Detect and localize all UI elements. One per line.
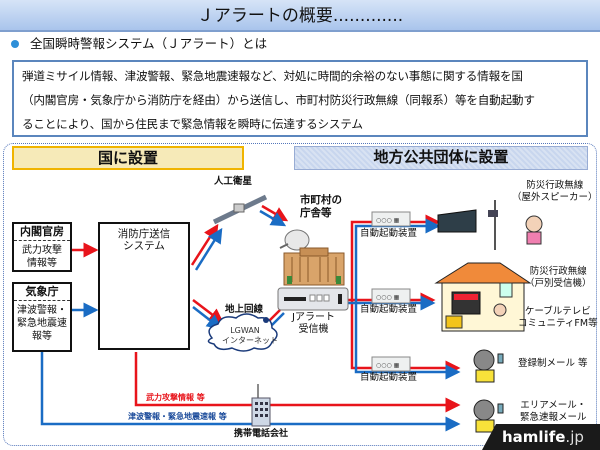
bullet-icon xyxy=(11,40,19,48)
output-line: 防災行政無線 xyxy=(529,266,587,277)
satellite-label: 人工衛星 xyxy=(214,176,253,187)
arrow-fdma-to-satellite-red xyxy=(190,223,219,266)
house-icon xyxy=(434,262,532,332)
output-registered-mail: 登録制メール 等 xyxy=(518,358,588,370)
municipal-label: 市町村の 庁舎等 xyxy=(300,194,342,220)
page-title: Ｊアラートの概要............. xyxy=(0,0,600,32)
fdma-label: 消防庁送信 xyxy=(117,228,171,240)
auto-device-label-1: 自動起動装置 xyxy=(360,228,418,239)
svg-text:○○○ ▦: ○○○ ▦ xyxy=(376,217,400,224)
source-jma: 気象庁 津波警報・緊急地震速報等 xyxy=(12,282,72,352)
fdma-label: システム xyxy=(123,240,165,252)
description-line: ることにより、国から住民まで緊急情報を瞬時に伝達するシステム xyxy=(22,117,363,131)
source-head: 内閣官房 xyxy=(14,224,70,241)
source-line: 報等 xyxy=(32,331,52,342)
lgwan-label-line: インターネット xyxy=(222,336,278,345)
satellite-dish-icon xyxy=(279,229,310,251)
municipal-label-line: 庁舎等 xyxy=(300,207,332,219)
arrow-lgwan-receiver-blue xyxy=(271,312,285,326)
output-area-mail: エリアメール・ 緊急速報メール xyxy=(520,400,587,424)
attack-info-label: 武力攻撃情報 等 xyxy=(146,393,205,402)
source-line: 武力攻撃 xyxy=(22,245,62,256)
diagram-frame xyxy=(3,143,597,446)
watermark-tld: .jp xyxy=(565,428,584,446)
municipal-building-icon xyxy=(283,247,345,286)
lgwan-label-line: LGWAN xyxy=(230,326,260,335)
output-line: エリアメール・ xyxy=(520,400,587,411)
hamlife-watermark: hamlife.jp xyxy=(482,424,600,450)
source-cabinet-secretariat: 内閣官房 武力攻撃情報等 xyxy=(12,222,72,272)
person-phone-icon-1 xyxy=(473,349,504,383)
output-line: （戸別受信機） xyxy=(525,278,592,289)
arrow-satellite-to-dish-blue xyxy=(259,209,287,227)
fdma-system-box: 消防庁送信 システム xyxy=(98,222,190,350)
output-line: 防災行政無線 xyxy=(526,180,584,191)
output-cable-tv: ケーブルテレビ コミュニティFM等 xyxy=(518,306,598,330)
line-attack-info xyxy=(134,352,461,413)
mobile-carrier-building-icon xyxy=(251,384,271,427)
receiver-label: Jアラート 受信機 xyxy=(292,312,335,336)
auto-device-label-2: 自動起動装置 xyxy=(360,304,418,315)
person-phone-icon-2 xyxy=(473,399,504,433)
output-outdoor-speaker: 防災行政無線 （屋外スピーカー） xyxy=(512,180,598,204)
arrow-fdma-to-satellite-blue xyxy=(194,227,223,271)
output-line: 緊急速報メール xyxy=(520,412,587,423)
outdoor-speaker-icon xyxy=(488,200,543,250)
line-tsunami-info xyxy=(40,352,461,432)
auto-device-icon-1: ○○○ ▦ xyxy=(371,211,411,227)
mobile-carrier-label: 携帯電話会社 xyxy=(234,429,289,439)
source-head: 気象庁 xyxy=(14,284,70,301)
radio-console-icon xyxy=(437,209,477,233)
description-box: 弾道ミサイル情報、津波警報、緊急地震速報など、対処に時間的余裕のない事態に関する… xyxy=(12,60,588,137)
subtitle: 全国瞬時警報システム（Ｊアラート）とは xyxy=(30,36,268,51)
jalert-receiver-icon xyxy=(277,287,349,311)
source-line: 情報等 xyxy=(27,258,57,269)
output-line: ケーブルテレビ xyxy=(524,306,591,317)
auto-device-label-3: 自動起動装置 xyxy=(360,372,418,383)
svg-text:○○○ ▦: ○○○ ▦ xyxy=(376,294,400,301)
svg-text:○○○ ▦: ○○○ ▦ xyxy=(376,362,400,369)
source-line: 緊急地震速 xyxy=(17,318,67,329)
satellite-icon xyxy=(212,194,268,225)
section-local-header: 地方公共団体に設置 xyxy=(294,146,588,170)
receiver-label-line: 受信機 xyxy=(298,324,329,335)
description-line: 弾道ミサイル情報、津波警報、緊急地震速報など、対処に時間的余裕のない事態に関する… xyxy=(22,69,523,83)
municipal-label-line: 市町村の xyxy=(300,194,342,206)
output-home-receiver: 防災行政無線 （戸別受信機） xyxy=(525,266,592,290)
section-national-header: 国に設置 xyxy=(12,146,244,170)
output-line: コミュニティFM等 xyxy=(518,318,598,329)
ground-line-label: 地上回線 xyxy=(225,304,264,315)
lgwan-label: LGWAN インターネット xyxy=(222,326,278,346)
auto-device-icon-3: ○○○ ▦ xyxy=(371,356,411,372)
output-line: 登録制メール 等 xyxy=(518,358,588,369)
tsunami-info-label: 津波警報・緊急地震速報 等 xyxy=(128,412,227,421)
source-line: 津波警報・ xyxy=(17,305,67,316)
receiver-label-line: Jアラート xyxy=(292,312,335,323)
watermark-main: hamlife xyxy=(502,428,566,446)
lgwan-cloud-icon xyxy=(207,313,278,352)
auto-device-icon-2: ○○○ ▦ xyxy=(371,288,411,304)
output-line: （屋外スピーカー） xyxy=(512,192,598,203)
description-line: （内閣官房・気象庁から消防庁を経由）から送信し、市町村防災行政無線（同報系）等を… xyxy=(22,93,535,107)
